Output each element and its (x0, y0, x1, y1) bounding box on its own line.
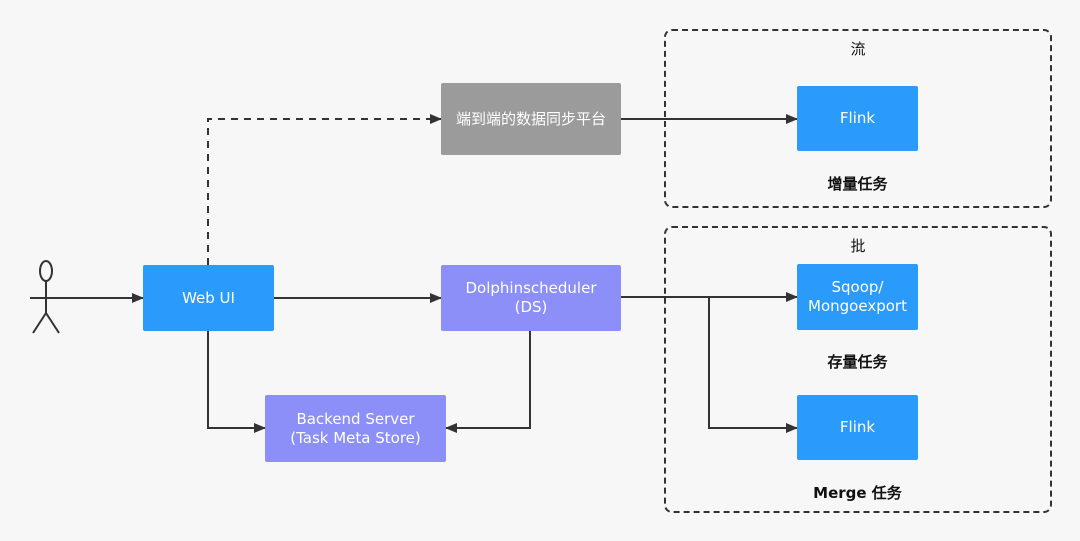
sync-platform-node: 端到端的数据同步平台 (441, 83, 621, 155)
edge-ds-to-flink-merge (708, 297, 798, 433)
stream-group (664, 29, 1052, 208)
stick-figure-user-icon (30, 260, 62, 334)
stock-task-caption: 存量任务 (827, 353, 888, 371)
flink-stream-node: Flink (797, 86, 918, 151)
flink-merge-node: Flink (797, 395, 918, 460)
dolphinscheduler-node: Dolphinscheduler (DS) (441, 265, 621, 331)
edge-webui-to-sync-dashed (207, 114, 442, 265)
backend-server-node: Backend Server (Task Meta Store) (265, 395, 446, 462)
merge-task-caption: Merge 任务 (813, 484, 902, 502)
stream-group-title: 流 (850, 40, 866, 58)
batch-group-title: 批 (850, 237, 866, 255)
web-ui-node: Web UI (143, 265, 274, 331)
batch-group (664, 226, 1052, 513)
edge-webui-to-backend (207, 331, 266, 433)
sqoop-mongoexport-node: Sqoop/ Mongoexport (797, 264, 918, 330)
edge-ds-to-backend (445, 331, 531, 433)
incremental-task-caption: 增量任务 (827, 175, 888, 193)
